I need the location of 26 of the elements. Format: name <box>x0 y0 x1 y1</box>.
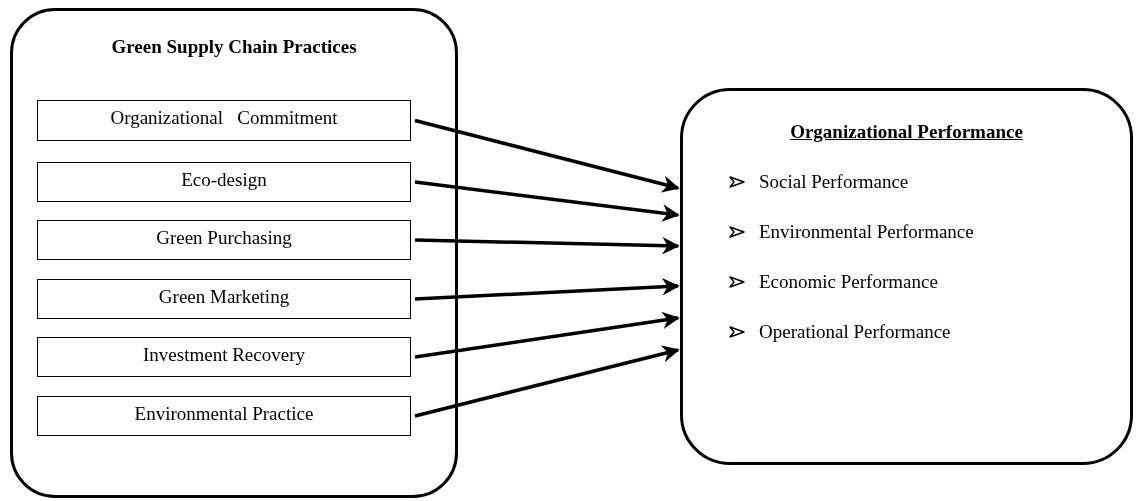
performance-panel <box>680 88 1133 465</box>
practice-label: Investment Recovery <box>143 344 305 366</box>
practice-box <box>37 100 411 141</box>
arrow <box>414 118 680 193</box>
arrow <box>414 236 680 255</box>
bullet-item: Operational Performance <box>759 321 951 343</box>
practice-label: Green Marketing <box>158 286 290 308</box>
arrow <box>414 311 680 359</box>
practice-label: Environmental Practice <box>134 403 314 425</box>
practice-box <box>37 279 411 319</box>
group-heading: Green Supply Chain Practices <box>110 36 358 58</box>
practice-label: Organizational Commitment <box>110 107 338 129</box>
arrow <box>414 180 680 222</box>
practice-box <box>37 220 411 260</box>
practice-box <box>37 162 411 202</box>
practice-box <box>37 337 411 377</box>
practice-label: Green Purchasing <box>156 227 292 249</box>
bullet-item: Social Performance <box>759 171 909 193</box>
arrow <box>414 278 680 301</box>
bullet-item: Economic Performance <box>759 271 938 293</box>
practices-group <box>10 8 458 498</box>
practice-label: Eco-design <box>181 169 267 191</box>
bullet-item: Environmental Performance <box>759 221 974 243</box>
arrow <box>414 345 680 418</box>
group-heading: Organizational Performance <box>789 121 1024 143</box>
practice-box <box>37 396 411 436</box>
